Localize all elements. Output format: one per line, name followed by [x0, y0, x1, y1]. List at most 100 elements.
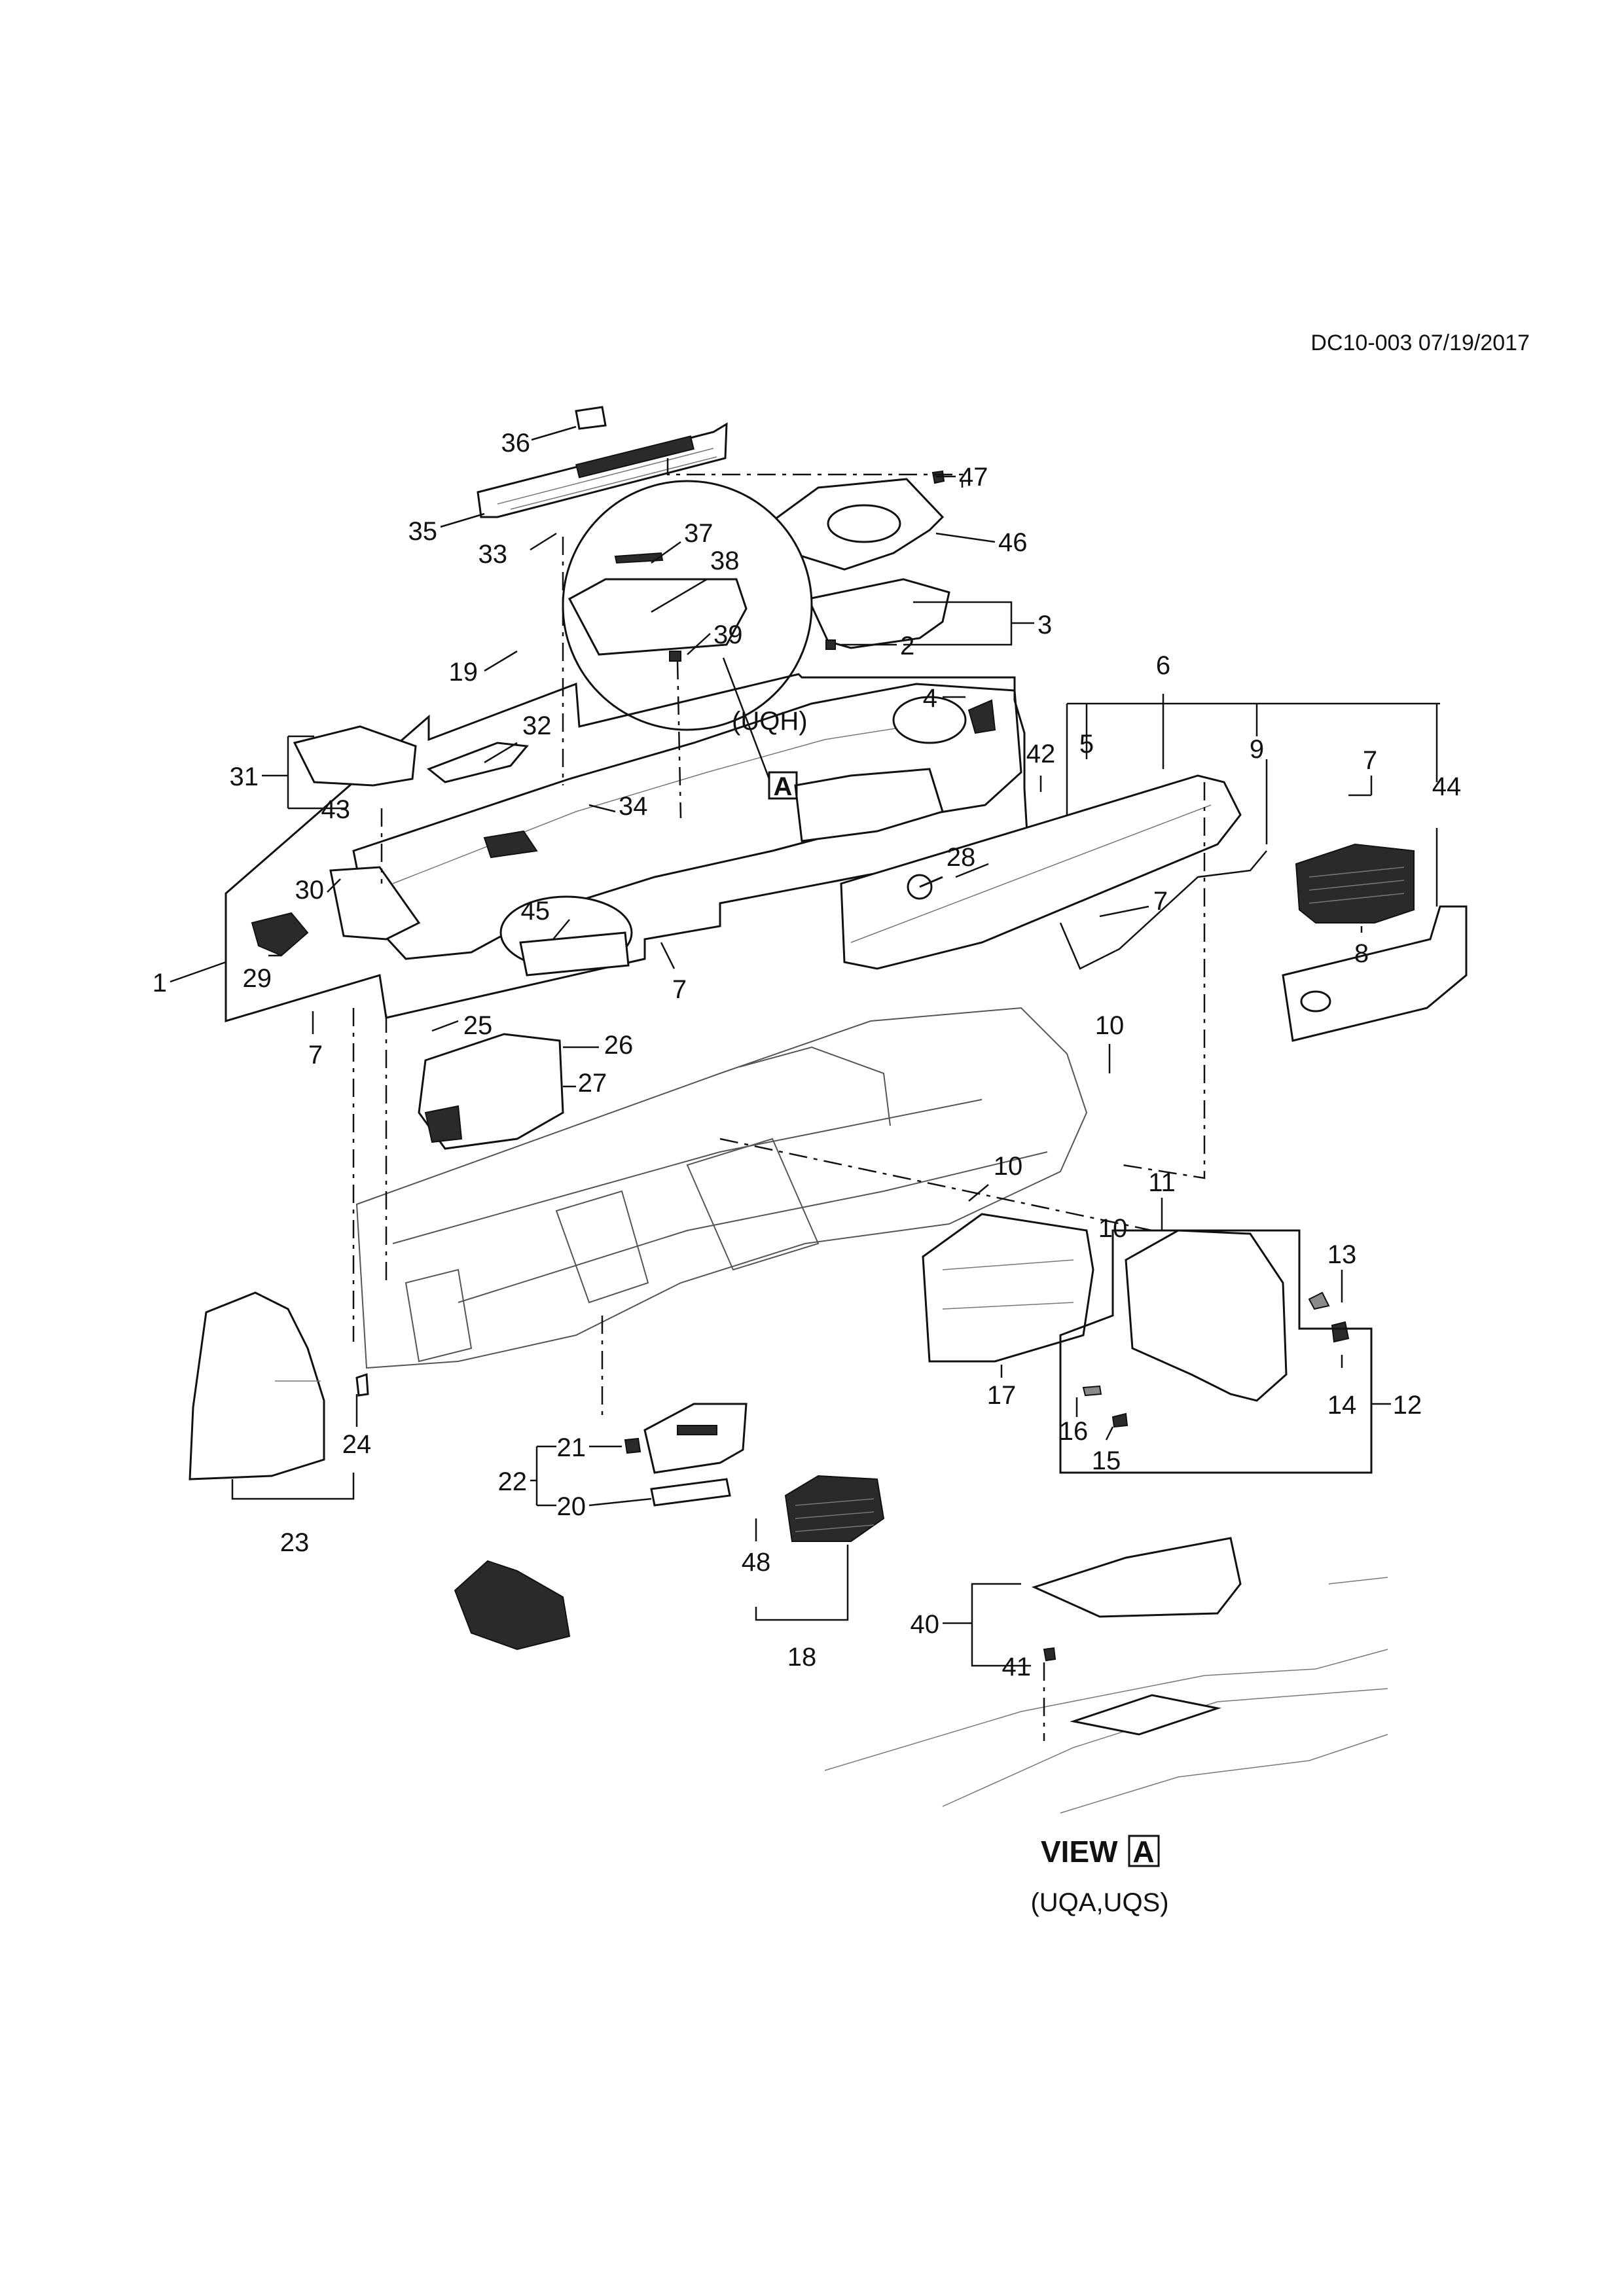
callout-10-top: 10 — [1095, 1011, 1125, 1040]
cluster-bezel — [1082, 1229, 1350, 1428]
view-a-inset — [824, 1537, 1388, 1814]
leader-ref-a — [722, 657, 770, 780]
left-speaker-area — [251, 866, 421, 957]
instrument-panel-upper — [352, 683, 1022, 960]
cover-plates — [293, 725, 529, 787]
callout-21: 21 — [557, 1433, 586, 1462]
callout-34: 34 — [619, 792, 648, 821]
leader-10b — [968, 1184, 989, 1202]
callout-10-lower: 10 — [1098, 1214, 1128, 1243]
leader-46 — [935, 532, 996, 543]
callout-24: 24 — [342, 1430, 372, 1459]
callout-11: 11 — [1148, 1168, 1176, 1197]
center-air-vent — [784, 1475, 885, 1542]
callout-47: 47 — [959, 463, 988, 492]
callout-44: 44 — [1432, 772, 1462, 801]
callout-46: 46 — [998, 528, 1028, 557]
leader-35 — [440, 512, 485, 528]
glovebox-area — [499, 895, 633, 977]
front-arrow-text: FRT — [155, 1562, 209, 1602]
leader-25 — [431, 1020, 459, 1032]
callout-33: 33 — [478, 540, 508, 569]
leader-34 — [588, 804, 616, 813]
callout-43: 43 — [321, 795, 351, 824]
leader-18 — [755, 1545, 849, 1621]
leader-19 — [484, 650, 518, 672]
leader-3 — [903, 601, 1034, 646]
callout-36: 36 — [501, 429, 531, 457]
leader-38 — [651, 578, 708, 613]
detail-magnifier — [562, 480, 813, 731]
view-option-codes: (UQA,UQS) — [1030, 1888, 1168, 1917]
callout-22: 22 — [498, 1467, 528, 1496]
right-air-vent — [1295, 843, 1415, 924]
callout-39: 39 — [713, 620, 743, 649]
callout-18: 18 — [787, 1643, 817, 1672]
callout-12: 12 — [1393, 1391, 1422, 1420]
callout-4: 4 — [923, 684, 937, 713]
leader-7d — [1099, 905, 1149, 918]
leader-39 — [687, 633, 711, 655]
leader-36 — [531, 425, 577, 441]
leader-28 — [955, 863, 989, 878]
callout-32: 32 — [522, 711, 552, 740]
leader-20 — [588, 1498, 652, 1507]
leader-40 — [943, 1583, 1031, 1667]
callout-16: 16 — [1059, 1417, 1089, 1446]
callout-8: 8 — [1354, 939, 1369, 968]
callout-20: 20 — [557, 1492, 586, 1521]
callout-42: 42 — [1026, 740, 1056, 768]
control-module — [418, 1033, 564, 1150]
instrument-cluster — [922, 1213, 1094, 1363]
callout-2: 2 — [900, 632, 914, 660]
callout-7-harness: 7 — [1153, 887, 1168, 916]
callout-29: 29 — [243, 964, 272, 993]
callout-7-left: 7 — [308, 1041, 323, 1069]
leader-5-9-44 — [1066, 702, 1440, 906]
callout-10-middle: 10 — [994, 1152, 1023, 1181]
speaker-bracket — [761, 470, 945, 571]
assembly-line-top — [666, 458, 964, 488]
callout-27: 27 — [578, 1069, 607, 1098]
callout-40: 40 — [911, 1610, 940, 1639]
callout-17: 17 — [987, 1381, 1017, 1410]
callout-23: 23 — [280, 1528, 310, 1557]
defroster-grille — [477, 406, 728, 518]
drawing-code: DC10-003 07/19/2017 — [1310, 331, 1530, 355]
callout-41: 41 — [1002, 1653, 1032, 1681]
callout-26: 26 — [604, 1031, 634, 1060]
leader-30 — [327, 878, 341, 893]
side-trim-cover — [806, 578, 950, 650]
left-end-trim — [189, 1291, 369, 1480]
callout-31: 31 — [230, 762, 259, 791]
cross-car-beam — [355, 1007, 1088, 1369]
callout-6: 6 — [1156, 651, 1170, 680]
callout-45: 45 — [521, 897, 550, 925]
switch-housing — [624, 1403, 748, 1507]
callout-13: 13 — [1327, 1240, 1357, 1269]
callout-1: 1 — [153, 969, 167, 997]
callout-9: 9 — [1250, 735, 1264, 764]
leader-7c — [1348, 776, 1373, 797]
right-end-trim — [1282, 905, 1468, 1042]
callout-19: 19 — [449, 658, 478, 687]
view-ref-box — [1128, 1835, 1160, 1867]
callout-3: 3 — [1038, 611, 1052, 639]
leader-22 — [530, 1445, 556, 1507]
callout-38: 38 — [710, 547, 740, 575]
leader-16-15 — [1075, 1397, 1114, 1441]
right-lower-trim — [840, 774, 1242, 970]
leader-31 — [262, 735, 347, 810]
leader-33 — [530, 532, 557, 551]
leader-1 — [170, 961, 226, 983]
callout-28: 28 — [947, 843, 976, 872]
ref-a-letter: A — [774, 772, 793, 801]
harness-and-knob — [907, 850, 1267, 970]
assembly-line-39 — [676, 660, 682, 819]
leader-23 — [231, 1473, 355, 1500]
leader-45 — [552, 919, 570, 940]
front-direction-arrow: FRT — [155, 1560, 571, 1651]
bezel-group-outline — [1059, 1229, 1373, 1474]
callout-5: 5 — [1079, 730, 1094, 759]
